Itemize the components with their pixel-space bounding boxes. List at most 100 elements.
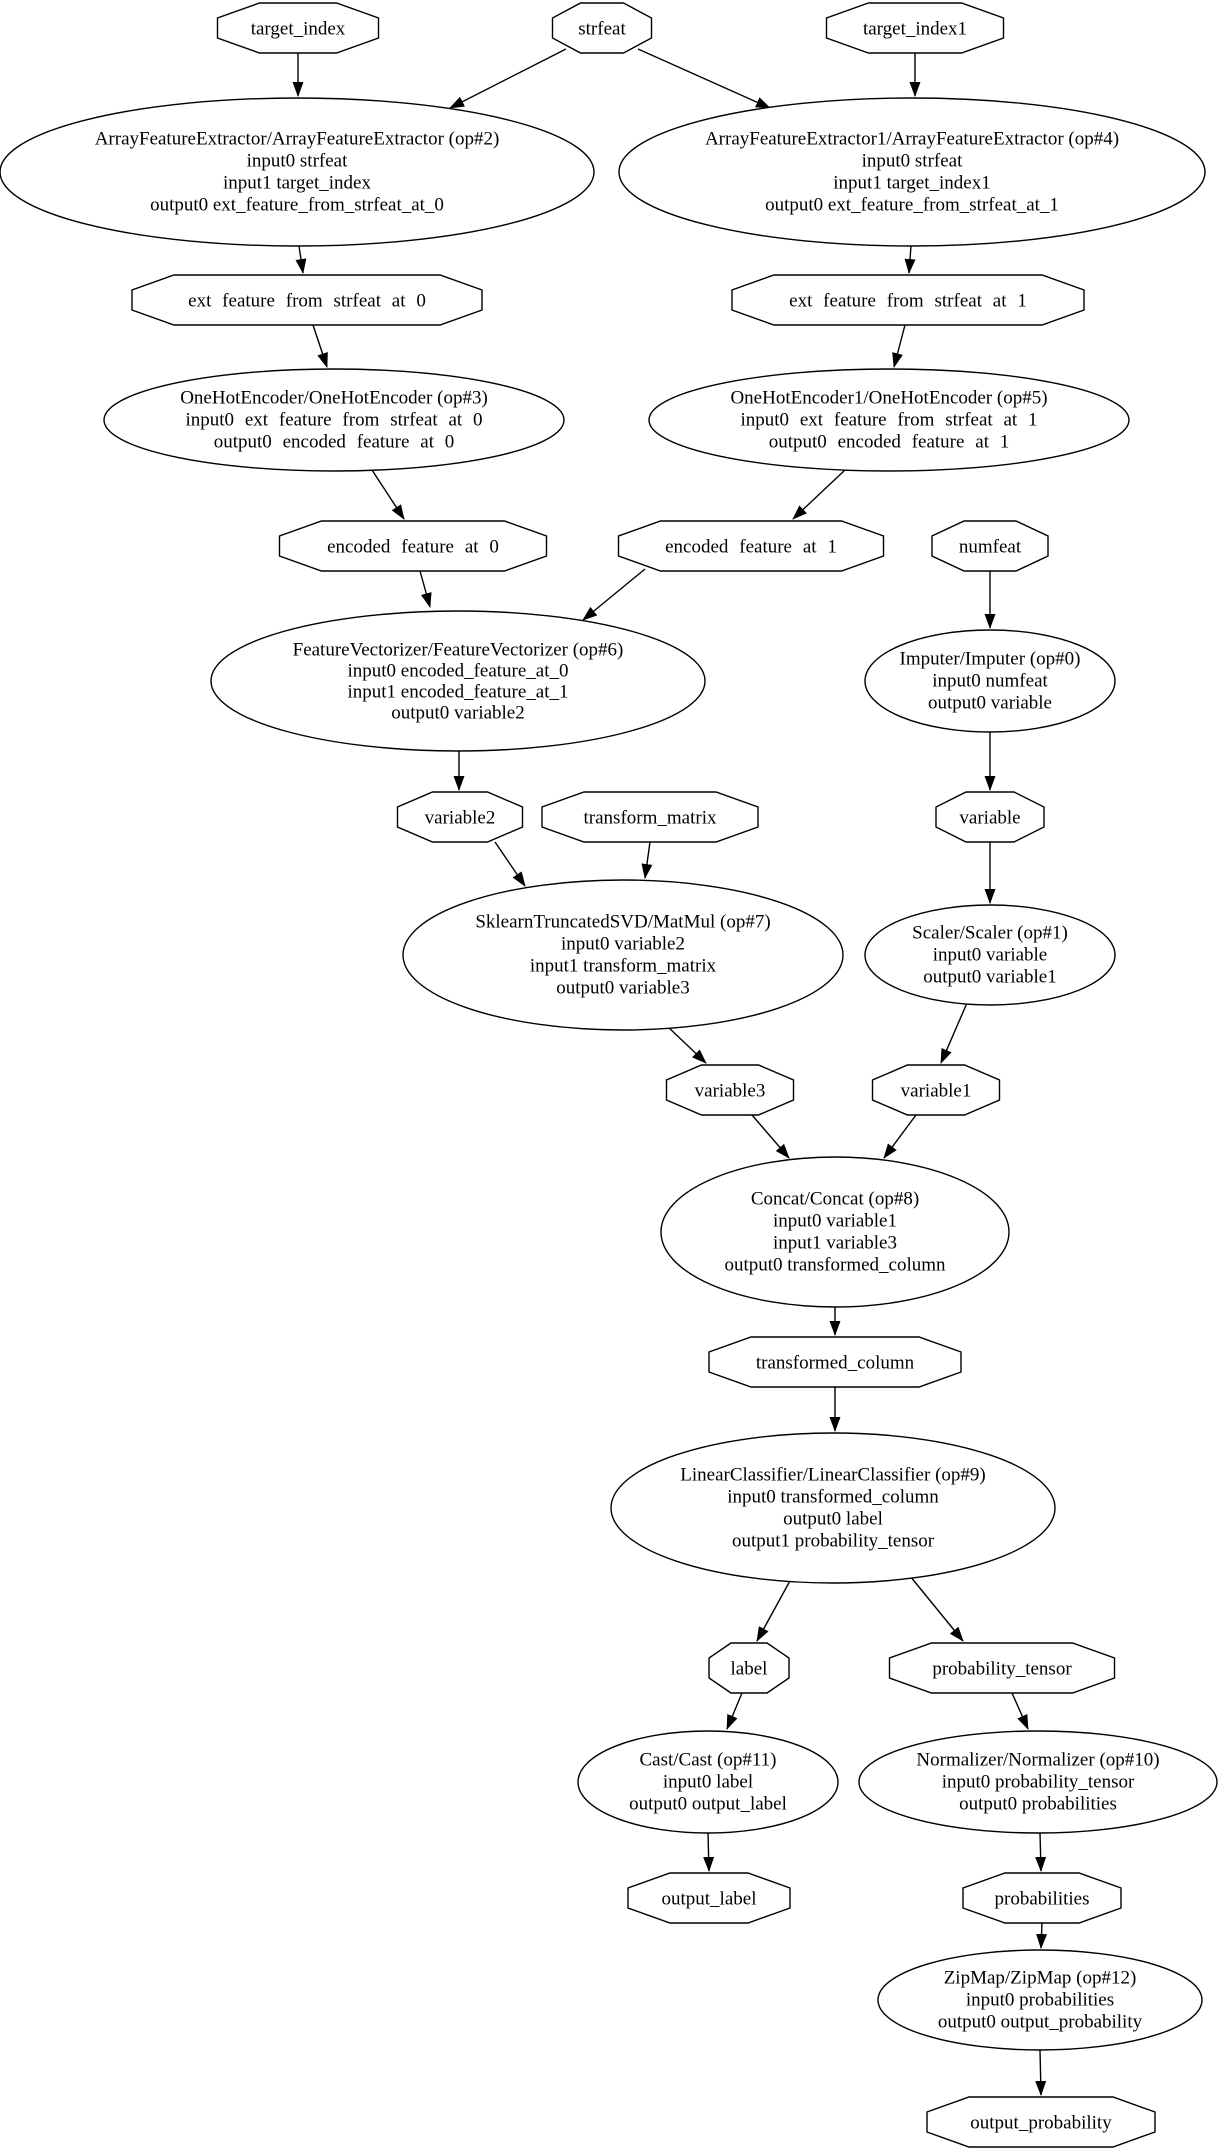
op10-input0: input0 probability_tensor xyxy=(942,1772,1135,1793)
encoded-feature-1-octagon xyxy=(617,520,885,572)
node-encoded-feature-at-1: encoded feature at 1 xyxy=(617,520,885,572)
op11-ellipse xyxy=(577,1730,839,1834)
node-ext-feature-from-strfeat-at-1: ext feature from strfeat at 1 xyxy=(731,274,1085,326)
node-transform-matrix: transform_matrix xyxy=(541,791,759,843)
variable1-octagon xyxy=(871,1064,1001,1116)
node-variable3: variable3 xyxy=(665,1064,795,1116)
edge-transform-matrix-to-op7 xyxy=(641,841,653,879)
output-probability-octagon xyxy=(926,2096,1156,2148)
op6-title: FeatureVectorizer/FeatureVectorizer (op#… xyxy=(293,640,624,661)
node-transformed-column: transformed_column xyxy=(708,1336,962,1388)
edge-ext-feature-1-to-op5 xyxy=(892,324,906,368)
strfeat-label: strfeat xyxy=(578,19,626,40)
node-op9-linear-classifier: LinearClassifier/LinearClassifier (op#9)… xyxy=(610,1432,1056,1584)
op6-output0: output0 variable2 xyxy=(391,703,525,724)
output-probability-label: output_probability xyxy=(970,2113,1112,2134)
node-op0-imputer: Imputer/Imputer (op#0) input0 numfeat ou… xyxy=(864,629,1116,733)
edge-op2-to-ext-feature-0 xyxy=(295,245,307,274)
op12-title: ZipMap/ZipMap (op#12) xyxy=(944,1968,1137,1989)
node-encoded-feature-at-0: encoded feature at 0 xyxy=(278,520,548,572)
node-variable2: variable2 xyxy=(396,791,524,843)
ext-feature-1-octagon xyxy=(731,274,1085,326)
op7-input0: input0 variable2 xyxy=(561,934,685,955)
edge-strfeat-to-op2 xyxy=(449,48,567,109)
op4-input1: input1 target_index1 xyxy=(833,173,990,194)
variable-octagon xyxy=(935,791,1045,843)
op6-ellipse xyxy=(210,610,706,752)
transformed-column-label: transformed_column xyxy=(756,1353,915,1374)
node-ext-feature-from-strfeat-at-0: ext feature from strfeat at 0 xyxy=(131,274,483,326)
node-variable1: variable1 xyxy=(871,1064,1001,1116)
node-numfeat: numfeat xyxy=(931,520,1049,572)
op0-input0: input0 numfeat xyxy=(932,671,1048,692)
op8-input1: input1 variable3 xyxy=(773,1233,897,1254)
op4-input0: input0 strfeat xyxy=(862,151,964,172)
numfeat-octagon xyxy=(931,520,1049,572)
node-op2-array-feature-extractor: ArrayFeatureExtractor/ArrayFeatureExtrac… xyxy=(0,97,595,247)
node-op3-one-hot-encoder: OneHotEncoder/OneHotEncoder (op#3) input… xyxy=(103,368,565,472)
target-index-label: target_index xyxy=(251,19,346,40)
op10-ellipse xyxy=(858,1730,1218,1834)
probabilities-octagon xyxy=(962,1872,1122,1924)
output-label-octagon xyxy=(627,1872,791,1924)
op9-input0: input0 transformed_column xyxy=(727,1487,939,1508)
edge-label-to-op11 xyxy=(726,1692,743,1730)
variable-label: variable xyxy=(959,808,1020,829)
node-probability-tensor: probability_tensor xyxy=(888,1642,1116,1694)
node-output-label: output_label xyxy=(627,1872,791,1924)
op2-title: ArrayFeatureExtractor/ArrayFeatureExtrac… xyxy=(95,129,500,150)
edge-op7-to-variable3 xyxy=(666,1025,707,1064)
op12-input0: input0 probabilities xyxy=(966,1990,1114,2011)
op6-input1: input1 encoded_feature_at_1 xyxy=(347,682,568,703)
node-op8-concat: Concat/Concat (op#8) input0 variable1 in… xyxy=(660,1156,1010,1308)
strfeat-octagon xyxy=(551,2,653,54)
variable1-label: variable1 xyxy=(901,1081,972,1102)
target-index1-label: target_index1 xyxy=(863,19,967,40)
variable2-label: variable2 xyxy=(425,808,496,829)
transform-matrix-label: transform_matrix xyxy=(584,808,717,829)
encoded-feature-0-octagon xyxy=(278,520,548,572)
ext-feature-1-label: ext feature from strfeat at 1 xyxy=(789,291,1027,312)
transform-matrix-octagon xyxy=(541,791,759,843)
op8-output0: output0 transformed_column xyxy=(724,1255,946,1276)
node-target-index1: target_index1 xyxy=(825,2,1005,54)
op4-ellipse xyxy=(618,97,1206,247)
node-probabilities: probabilities xyxy=(962,1872,1122,1924)
op9-title: LinearClassifier/LinearClassifier (op#9) xyxy=(680,1465,985,1486)
edge-variable2-to-op7 xyxy=(494,841,526,887)
op11-input0: input0 label xyxy=(663,1772,753,1793)
op10-output0: output0 probabilities xyxy=(959,1794,1117,1815)
ext-feature-0-label: ext feature from strfeat at 0 xyxy=(188,291,426,312)
probability-tensor-octagon xyxy=(888,1642,1116,1694)
node-op11-cast: Cast/Cast (op#11) input0 label output0 o… xyxy=(577,1730,839,1834)
edge-encoded-1-to-op6 xyxy=(582,568,646,621)
edge-variable1-to-op8 xyxy=(883,1114,917,1159)
node-op7-sklearn-truncated-svd-matmul: SklearnTruncatedSVD/MatMul (op#7) input0… xyxy=(402,879,844,1031)
op3-title: OneHotEncoder/OneHotEncoder (op#3) xyxy=(180,388,488,409)
op3-output0: output0 encoded feature at 0 xyxy=(214,432,455,453)
op7-output0: output0 variable3 xyxy=(556,978,690,999)
node-op12-zipmap: ZipMap/ZipMap (op#12) input0 probabiliti… xyxy=(877,1949,1203,2051)
node-target-index: target_index xyxy=(216,2,380,54)
op9-output0: output0 label xyxy=(783,1509,883,1530)
op6-input0: input0 encoded_feature_at_0 xyxy=(347,661,568,682)
node-op4-array-feature-extractor1: ArrayFeatureExtractor1/ArrayFeatureExtra… xyxy=(618,97,1206,247)
target-index1-octagon xyxy=(825,2,1005,54)
op1-title: Scaler/Scaler (op#1) xyxy=(912,923,1068,944)
node-strfeat: strfeat xyxy=(551,2,653,54)
encoded-feature-1-label: encoded feature at 1 xyxy=(665,537,837,558)
op8-ellipse xyxy=(660,1156,1010,1308)
edge-op4-to-ext-feature-1 xyxy=(904,245,916,274)
target-index-octagon xyxy=(216,2,380,54)
op0-output0: output0 variable xyxy=(928,693,1052,714)
op1-input0: input0 variable xyxy=(933,945,1048,966)
node-label: label xyxy=(708,1642,790,1694)
edges-layer xyxy=(292,48,1048,2096)
op0-ellipse xyxy=(864,629,1116,733)
op7-ellipse xyxy=(402,879,844,1031)
op3-ellipse xyxy=(103,368,565,472)
op11-output0: output0 output_label xyxy=(629,1794,787,1815)
probability-tensor-label: probability_tensor xyxy=(932,1659,1072,1680)
op5-input0: input0 ext feature from strfeat at 1 xyxy=(740,410,1037,431)
edge-encoded-0-to-op6 xyxy=(419,570,432,608)
